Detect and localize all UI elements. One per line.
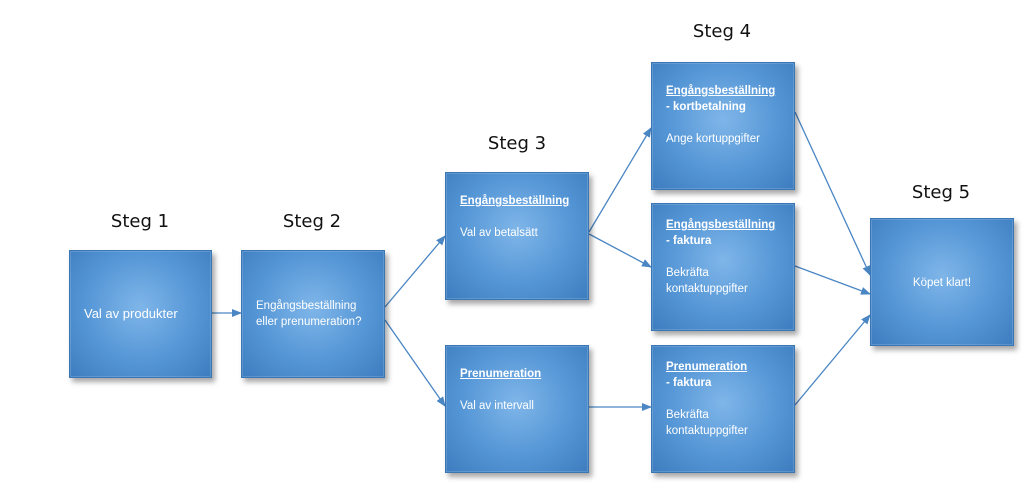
box-one-time-card: Engångsbeställning - kortbetalning Ange … — [651, 62, 795, 190]
arrow-onetime-to-card — [588, 127, 652, 233]
arrow-card-to-done — [794, 111, 871, 276]
box-product-choice: Val av produkter — [69, 250, 212, 378]
box-one-time-order-title: Engångsbeställning — [460, 195, 570, 207]
box-subscription-title: Prenumeration — [460, 368, 542, 380]
box-one-time-invoice-subtitle: - faktura — [666, 235, 712, 248]
step-2-label: Steg 2 — [282, 211, 342, 232]
box-subscription-invoice-body: Bekräfta kontaktuppgifter — [666, 409, 748, 438]
arrow-subinvoice-to-done — [794, 314, 871, 406]
box-one-time-card-body: Ange kortuppgifter — [666, 133, 760, 146]
step-5-label: Steg 5 — [911, 182, 971, 203]
box-one-time-order-body: Val av betalsätt — [460, 227, 538, 240]
box-purchase-done: Köpet klart! — [870, 218, 1014, 346]
box-one-time-invoice-body: Bekräfta kontaktuppgifter — [666, 267, 748, 296]
step-1-label: Steg 1 — [110, 211, 170, 232]
box-subscription-body: Val av intervall — [460, 400, 534, 413]
box-subscription: Prenumeration Val av intervall — [445, 345, 589, 473]
box-one-time-order: Engångsbeställning Val av betalsätt — [445, 172, 589, 300]
arrow-invoice-to-done — [794, 265, 871, 295]
box-order-type-question: Engångsbeställning eller prenumeration? — [241, 250, 385, 378]
box-one-time-card-title: Engångsbeställning — [666, 85, 776, 97]
box-one-time-invoice-title: Engångsbeställning — [666, 219, 776, 231]
step-3-label: Steg 3 — [487, 133, 547, 154]
box-product-choice-text: Val av produkter — [84, 305, 178, 321]
arrow-2-to-onetime — [384, 235, 446, 308]
box-one-time-card-subtitle: - kortbetalning — [666, 101, 746, 114]
box-order-type-question-text: Engångsbeställning eller prenumeration? — [256, 299, 362, 328]
box-one-time-invoice: Engångsbeställning - faktura Bekräfta ko… — [651, 203, 795, 331]
arrow-onetime-to-invoice — [588, 233, 652, 268]
box-purchase-done-text: Köpet klart! — [912, 277, 972, 289]
arrow-2-to-subscription — [384, 319, 446, 407]
box-subscription-invoice: Prenumeration - faktura Bekräfta kontakt… — [651, 345, 795, 473]
box-subscription-invoice-subtitle: - faktura — [666, 377, 712, 390]
step-4-label: Steg 4 — [692, 21, 752, 42]
box-subscription-invoice-title: Prenumeration — [666, 361, 748, 373]
